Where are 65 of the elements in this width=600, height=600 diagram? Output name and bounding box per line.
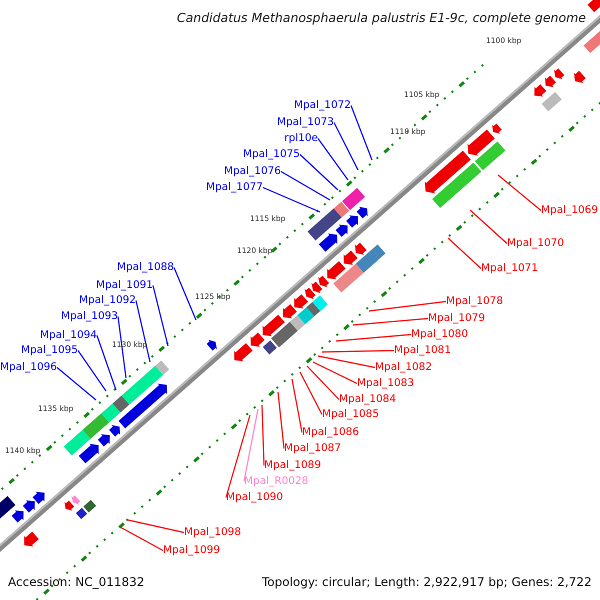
leader-line — [78, 350, 106, 392]
leader-line — [56, 367, 96, 400]
gene-label: Mpal_1081 — [394, 344, 452, 357]
leader-line — [117, 316, 127, 378]
gene-label: Mpal_1085 — [322, 408, 380, 421]
leader-line — [322, 350, 394, 353]
gene-label: Mpal_1070 — [507, 237, 564, 250]
gene-label: Mpal_1076 — [224, 165, 281, 178]
gene-label: Mpal_1069 — [541, 204, 598, 217]
leader-line — [225, 414, 251, 498]
leader-line — [470, 210, 508, 244]
leader-line — [448, 238, 482, 269]
leader-line — [306, 366, 340, 400]
gene-label: Mpal_1072 — [294, 99, 351, 112]
leader-line — [120, 526, 164, 552]
gene-label: Mpal_1082 — [375, 361, 432, 374]
leader-line — [128, 519, 184, 534]
leader-line — [280, 170, 330, 201]
leader-line — [368, 300, 446, 312]
gene-label: rpl10e — [284, 132, 318, 145]
gene-label: Mpal_1089 — [264, 459, 322, 472]
leader-line — [336, 334, 412, 342]
leader-line — [261, 404, 265, 466]
gene-label: Mpal_1077 — [206, 181, 263, 194]
gene-label: Mpal_1079 — [428, 312, 486, 325]
leader-line — [352, 318, 428, 326]
leader-line — [135, 300, 151, 362]
leader-line — [498, 174, 542, 211]
gene-label: Mpal_1092 — [78, 294, 136, 307]
leader-line — [277, 392, 285, 449]
gene-label: Mpal_1098 — [184, 526, 242, 539]
gene-label: Mpal_1095 — [20, 344, 78, 357]
leader-line — [300, 154, 338, 190]
gene-label: Mpal_1096 — [0, 361, 57, 374]
gene-label: Mpal_1093 — [60, 310, 118, 323]
leader-line — [243, 408, 259, 482]
leader-line — [318, 138, 348, 180]
gene-label: Mpal_1084 — [339, 393, 396, 406]
gene-label: Mpal_1090 — [226, 491, 284, 504]
leader-line — [96, 335, 117, 390]
gene-label: Mpal_1086 — [302, 426, 360, 439]
gene-label: Mpal_1075 — [242, 148, 300, 161]
gene-label: Mpal_1073 — [276, 116, 334, 129]
leader-line — [312, 361, 358, 384]
gene-label: Mpal_1078 — [446, 295, 504, 308]
gene-label: Mpal_1091 — [96, 279, 153, 292]
leader-line — [173, 267, 197, 320]
leader-line — [350, 105, 373, 160]
gene-label: Mpal_1071 — [481, 262, 538, 275]
gene-label: Mpal_1083 — [357, 377, 414, 390]
leader-line — [318, 355, 376, 368]
leader-line — [333, 122, 359, 170]
gene-label: Mpal_1094 — [40, 329, 97, 342]
gene-label: Mpal_1099 — [163, 544, 220, 557]
info-text: Accession: NC_011832 — [8, 576, 144, 589]
leader-line — [262, 186, 320, 213]
gene-label: Mpal_1087 — [284, 442, 342, 455]
gene-label: Mpal_1080 — [411, 328, 468, 341]
gene-label: Mpal_1088 — [116, 261, 174, 274]
info-text: Topology: circular; Length: 2,922,917 bp; Genes: 2,722 — [262, 576, 592, 589]
leader-line — [299, 372, 323, 415]
gene-label: Mpal_R0028 — [244, 475, 308, 488]
leader-line — [152, 285, 169, 346]
leader-line — [291, 378, 303, 433]
title: Candidatus Methanosphaerula palustris E1-9c, complete genome — [176, 10, 586, 25]
